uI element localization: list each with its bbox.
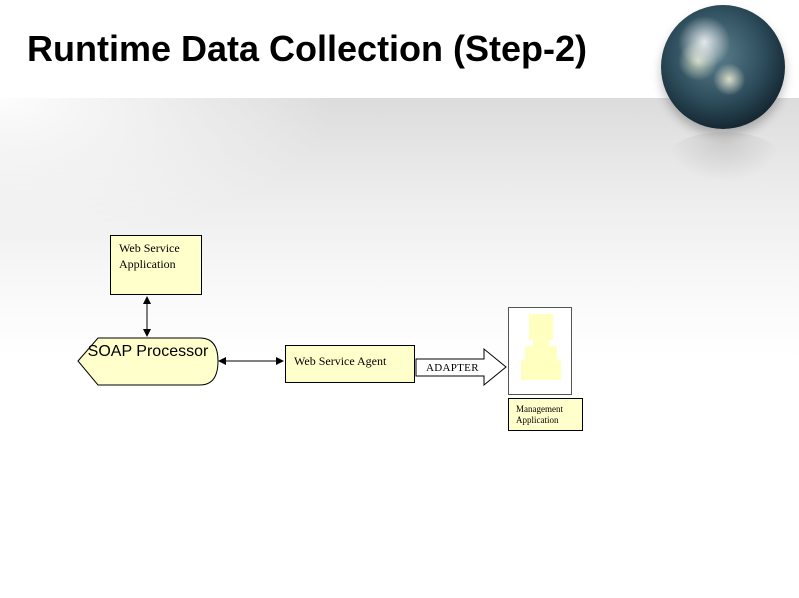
globe-icon (661, 5, 785, 129)
soap-processor-label: SOAP Processor (87, 343, 209, 360)
computer-icon (521, 314, 561, 380)
web-service-agent-label: Web Service Agent (294, 354, 387, 368)
soap-processor-shape (77, 337, 219, 386)
web-service-application-box: Web Service Application (110, 235, 202, 295)
adapter-label: ADAPTER (426, 362, 479, 374)
management-application-box: Management Application (508, 398, 583, 431)
web-service-application-label: Web Service Application (119, 241, 180, 271)
management-application-label: Management Application (516, 404, 563, 425)
slide-title: Runtime Data Collection (Step-2) (27, 28, 588, 69)
adapter-arrow (415, 347, 507, 387)
background-gradient (0, 98, 799, 358)
management-station-frame (508, 307, 572, 395)
globe-reflection (668, 132, 780, 182)
web-service-agent-box: Web Service Agent (285, 345, 415, 383)
